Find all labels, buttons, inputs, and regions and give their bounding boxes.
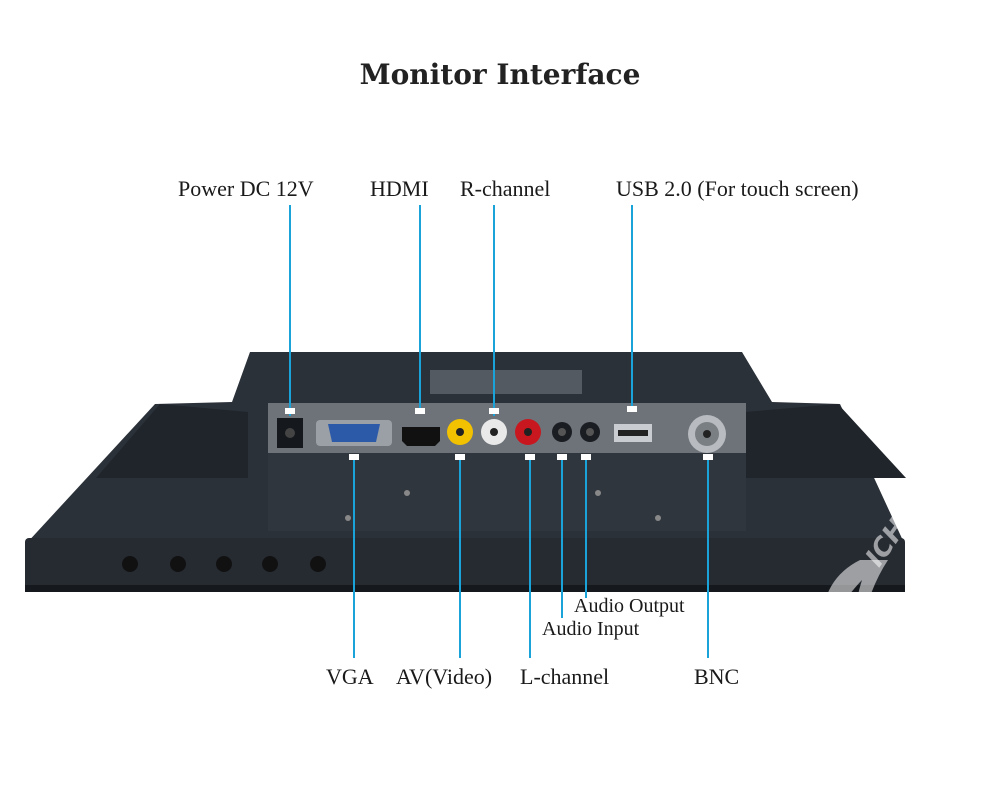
label-audio-output: Audio Output <box>574 595 685 617</box>
front-button <box>262 556 278 572</box>
marker-vga <box>349 454 359 460</box>
label-av-video: AV(Video) <box>396 664 493 689</box>
label-vga: VGA <box>326 664 374 689</box>
bnc-port-center <box>703 430 711 438</box>
marker-usb <box>627 406 637 412</box>
right-mount-block <box>745 404 906 478</box>
screw-hole <box>595 490 601 496</box>
marker-audio-input <box>557 454 567 460</box>
label-l-channel: L-channel <box>520 664 610 689</box>
marker-av-video <box>455 454 465 460</box>
front-button <box>170 556 186 572</box>
usb-port-tongue <box>618 430 648 436</box>
watermark-logo-icon <box>821 560 888 640</box>
page-title: Monitor Interface <box>359 58 641 91</box>
label-bnc: BNC <box>694 664 740 689</box>
screw-hole <box>655 515 661 521</box>
vga-port <box>328 424 380 442</box>
audio-input-jack-center <box>558 428 566 436</box>
marker-audio-output <box>581 454 591 460</box>
screw-hole <box>404 490 410 496</box>
label-hdmi: HDMI <box>370 176 429 201</box>
panel-lower-plate <box>268 453 746 531</box>
marker-r-channel <box>489 408 499 414</box>
label-r-channel: R-channel <box>460 176 551 201</box>
left-mount-block <box>96 404 248 478</box>
front-button <box>310 556 326 572</box>
power-dc-pin <box>285 428 295 438</box>
av-video-jack-center <box>456 428 464 436</box>
r-channel-jack-center <box>490 428 498 436</box>
spec-label-plate <box>430 370 582 394</box>
hdmi-port <box>402 427 440 446</box>
label-power-dc: Power DC 12V <box>178 176 314 201</box>
monitor-front-bezel <box>25 538 905 590</box>
front-button <box>122 556 138 572</box>
front-button <box>216 556 232 572</box>
marker-bnc <box>703 454 713 460</box>
screw-hole <box>345 515 351 521</box>
audio-output-jack-center <box>586 428 594 436</box>
monitor-bezel-edge <box>25 585 905 592</box>
marker-l-channel <box>525 454 535 460</box>
marker-hdmi <box>415 408 425 414</box>
l-channel-jack-center <box>524 428 532 436</box>
label-audio-input: Audio Input <box>542 618 640 640</box>
label-usb: USB 2.0 (For touch screen) <box>616 176 859 201</box>
marker-power <box>285 408 295 414</box>
